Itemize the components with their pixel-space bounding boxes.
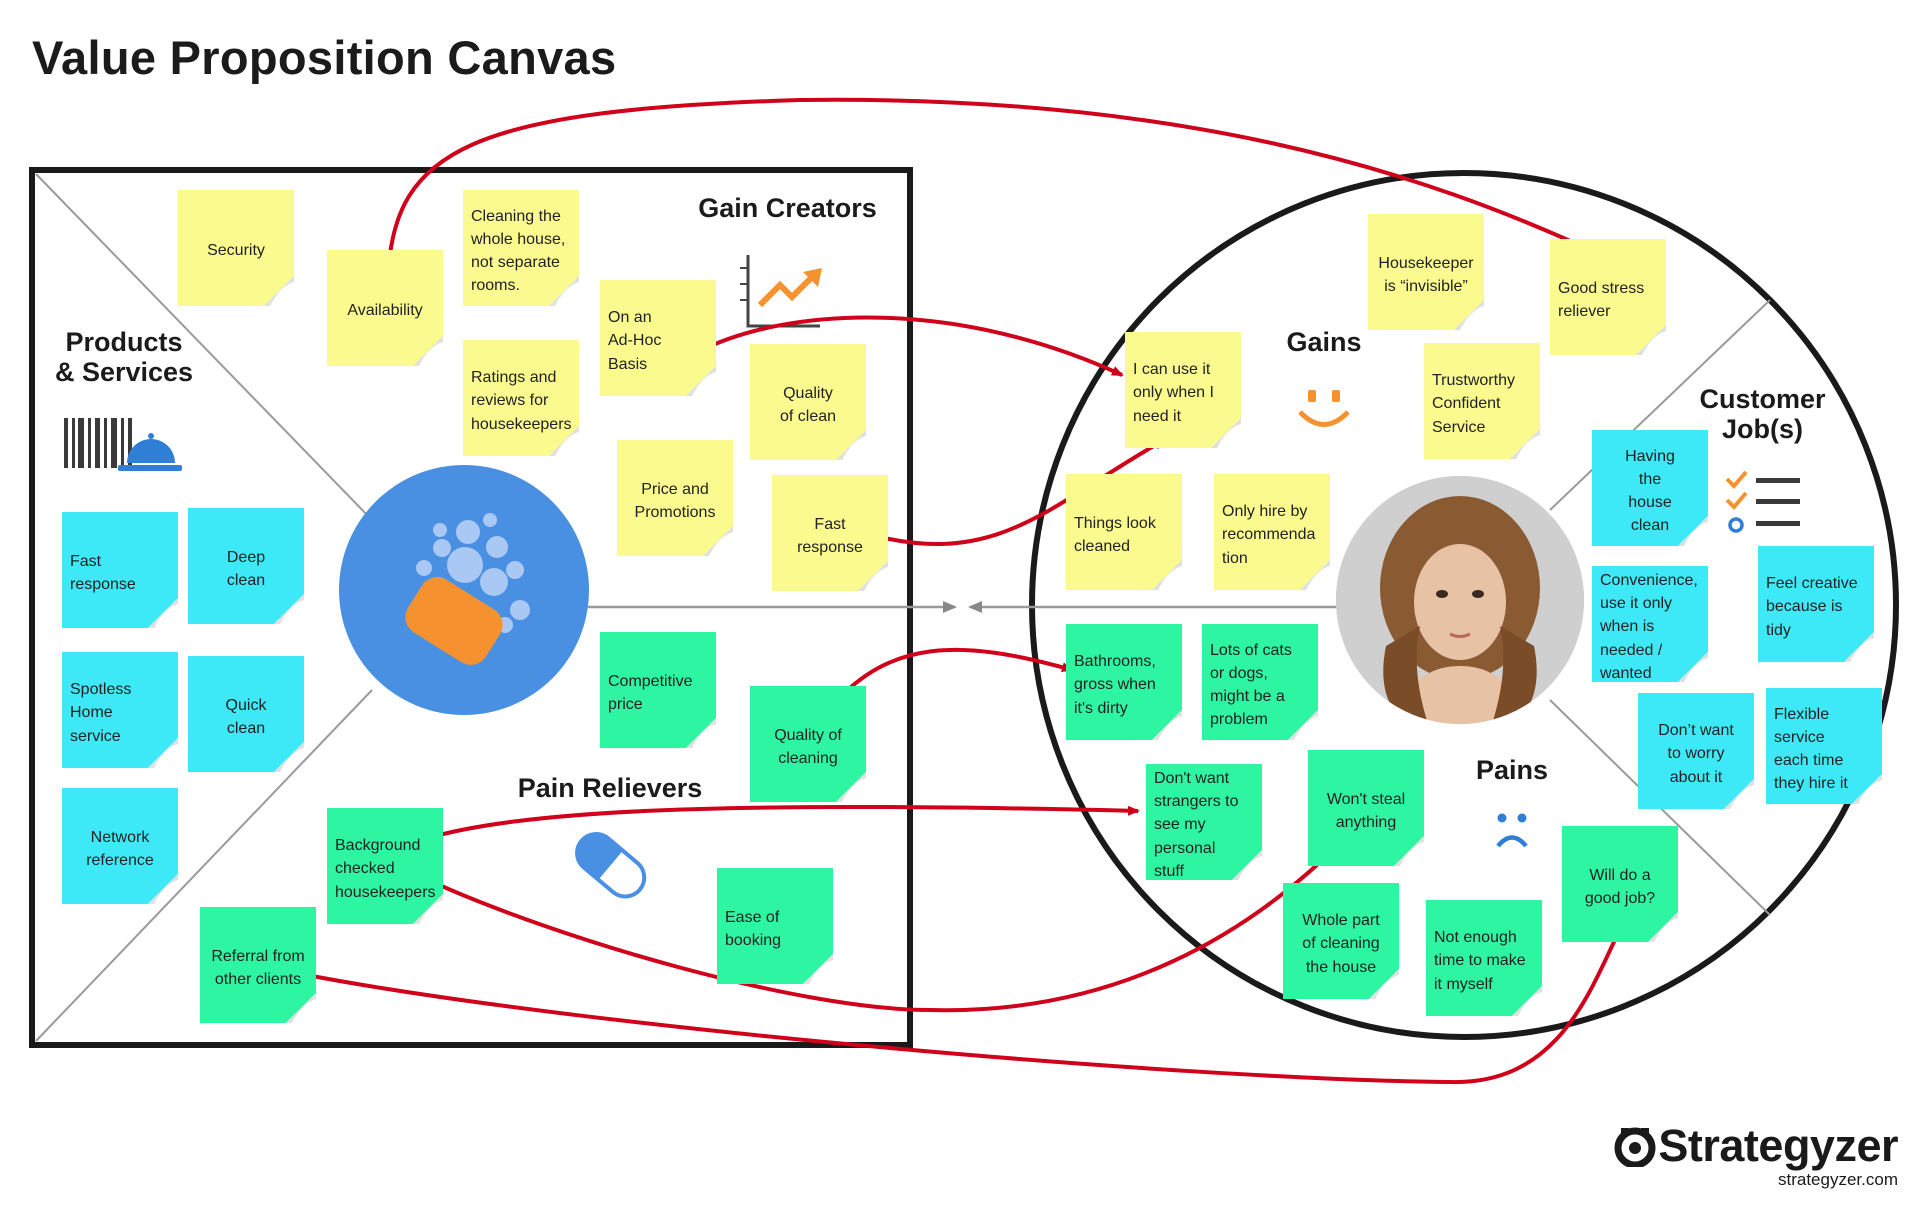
note-fast-response-gain: Fast response: [772, 475, 888, 591]
note-cleaning-whole-house: Cleaning the whole house, not separate r…: [463, 190, 579, 306]
note-good-stress: Good stress reliever: [1550, 239, 1666, 355]
rising-chart-icon: [740, 255, 822, 328]
brand-name: Strategyzer: [1658, 1120, 1898, 1171]
note-security: Security: [178, 190, 294, 306]
arrow-fast-response-to-use-when-need: [879, 438, 1166, 547]
note-having-house-clean: Having the house clean: [1592, 430, 1708, 546]
note-ratings-reviews: Ratings and reviews for housekeepers: [463, 340, 579, 456]
brand-url[interactable]: strategyzer.com: [1778, 1170, 1898, 1189]
note-cats-dogs: Lots of cats or dogs, might be a problem: [1202, 624, 1318, 740]
customer-jobs-label: Customer Job(s): [1699, 384, 1826, 444]
soap-icon: [405, 577, 503, 665]
arrow-background-to-steal: [427, 848, 1335, 1013]
note-convenience: Convenience, use it only when is needed …: [1592, 566, 1708, 682]
checklist-icon: [1725, 470, 1800, 533]
brand-logo: Strategyzer: [1612, 1120, 1898, 1172]
product-circle: [339, 465, 589, 715]
note-spotless-home: Spotless Home service: [62, 652, 178, 768]
gains-label: Gains: [1286, 327, 1362, 357]
value-map-diagonal-bottom: [35, 689, 373, 1042]
note-dont-want-worry: Don’t want to worry about it: [1638, 693, 1754, 809]
note-competitive-price: Competitive price: [600, 632, 716, 748]
arrow-quality-to-bathrooms: [830, 647, 1074, 708]
note-network-reference: Network reference: [62, 788, 178, 904]
value-map-diagonal-top: [35, 173, 373, 521]
note-bathrooms-gross: Bathrooms, gross when it's dirty: [1066, 624, 1182, 740]
note-trustworthy: Trustworthy Confident Service: [1424, 343, 1540, 459]
note-not-enough-time: Not enough time to make it myself: [1426, 900, 1542, 1016]
note-flexible-service: Flexible service each time they hire it: [1766, 688, 1882, 804]
sad-face-icon: [1496, 813, 1528, 848]
customer-profile-circle: [1029, 170, 1899, 1040]
note-good-job: Will do a good job?: [1562, 826, 1678, 942]
note-feel-creative: Feel creative because is tidy: [1758, 546, 1874, 662]
note-background-checked: Background checked housekeepers: [327, 808, 443, 924]
pain-relievers-label: Pain Relievers: [517, 773, 703, 803]
connector-arrows: [311, 97, 1624, 1085]
customer-portrait-icon: [1336, 476, 1584, 724]
note-quality-of-cleaning: Quality of cleaning: [750, 686, 866, 802]
gain-creators-label: Gain Creators: [698, 193, 877, 223]
note-referral: Referral from other clients: [200, 907, 316, 1023]
note-use-when-need: I can use it only when I need it: [1125, 332, 1241, 448]
note-dont-want-strangers: Don't want strangers to see my personal …: [1146, 764, 1262, 880]
smiley-face-icon: [1298, 390, 1350, 427]
products-services-label: Products & Services: [54, 327, 194, 387]
arrow-availability-to-stress: [386, 97, 1605, 276]
note-price-promotions: Price and Promotions: [617, 440, 733, 556]
note-availability: Availability: [327, 250, 443, 366]
customer-diagonal-top: [1549, 299, 1771, 511]
page-title: Value Proposition Canvas: [32, 31, 617, 84]
barcode-icon: [64, 418, 132, 468]
note-quick-clean: Quick clean: [188, 656, 304, 772]
customer-avatar: [1336, 476, 1584, 724]
note-deep-clean: Deep clean: [188, 508, 304, 624]
note-housekeeper-invisible: Housekeeper is “invisible”: [1368, 214, 1484, 330]
arrow-adhoc-to-use-when-need: [697, 315, 1124, 377]
note-ad-hoc: On an Ad-Hoc Basis: [600, 280, 716, 396]
note-things-look-cleaned: Things look cleaned: [1066, 474, 1182, 590]
strategyzer-logo-icon: [1614, 1127, 1656, 1169]
arrow-background-to-strangers: [427, 804, 1140, 840]
pains-label: Pains: [1475, 755, 1549, 785]
pill-capsule-icon: [575, 832, 647, 899]
note-wont-steal: Won't steal anything: [1308, 750, 1424, 866]
arrow-referral-to-good-job: [311, 923, 1624, 1085]
note-whole-part-cleaning: Whole part of cleaning the house: [1283, 883, 1399, 999]
note-quality-of-clean: Quality of clean: [750, 344, 866, 460]
note-only-hire-recommendation: Only hire by recommenda tion: [1214, 474, 1330, 590]
note-fast-response-product: Fast response: [62, 512, 178, 628]
service-bell-icon: [118, 433, 182, 471]
note-ease-of-booking: Ease of booking: [717, 868, 833, 984]
